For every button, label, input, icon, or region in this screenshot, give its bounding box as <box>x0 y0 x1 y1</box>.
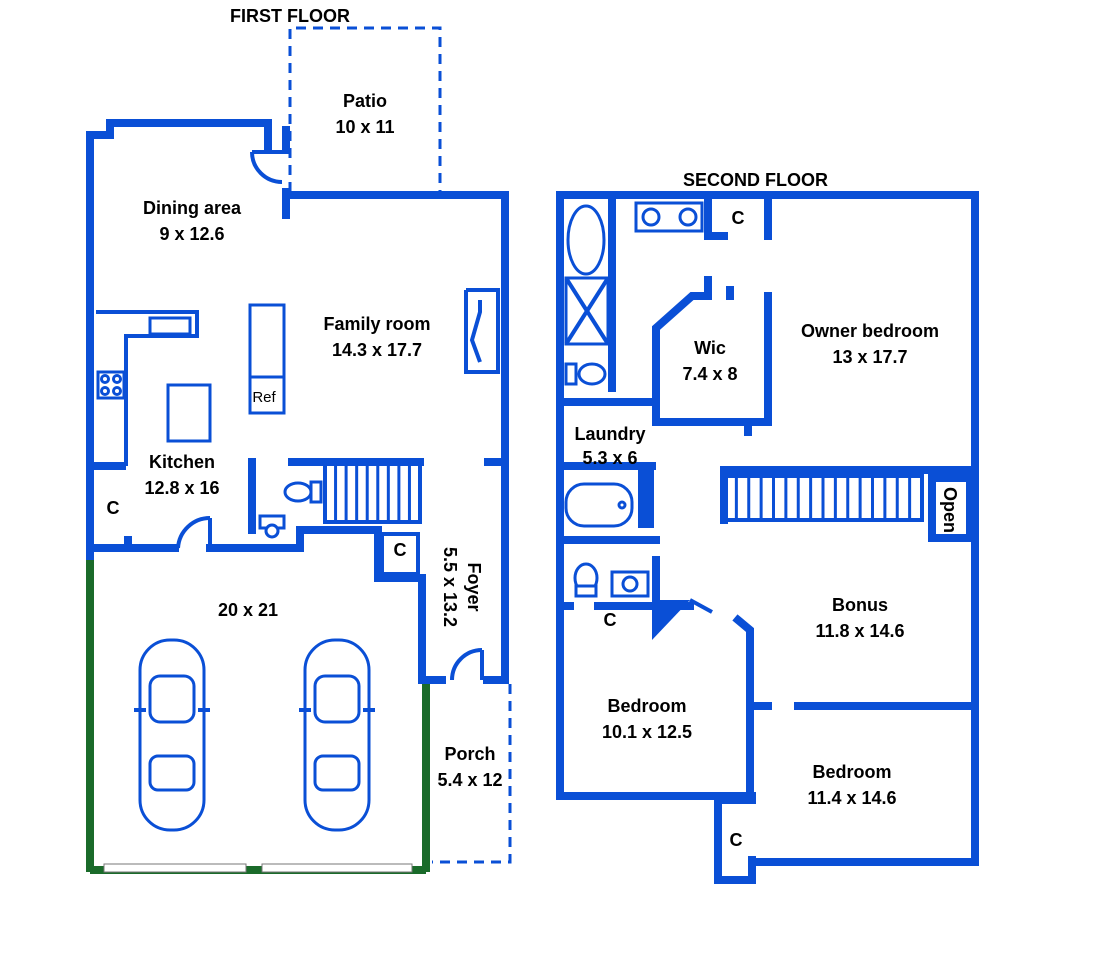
master-toilet <box>577 362 607 386</box>
dining-name: Dining area <box>143 198 242 218</box>
hall-bath-wall-block <box>638 466 654 528</box>
garage-size: 20 x 21 <box>218 600 278 620</box>
first-floor-stairs <box>334 466 411 522</box>
first-floor-outer-wall <box>86 119 272 566</box>
bedroom2-east-wall <box>732 614 754 800</box>
patio-size: 10 x 11 <box>335 117 394 137</box>
wic-name: Wic <box>694 338 726 358</box>
patio-name: Patio <box>343 91 387 111</box>
bedroom3-closet-label: C <box>730 830 743 850</box>
wic-size: 7.4 x 8 <box>682 364 737 384</box>
ref-label: Ref <box>252 389 276 406</box>
foyer-closet-label: C <box>394 540 407 560</box>
foyer-closet <box>380 532 420 576</box>
hall-tub <box>564 482 634 528</box>
kitchen-island <box>166 383 212 443</box>
bedroom2-closet-label: C <box>604 610 617 630</box>
family-name: Family room <box>323 314 430 334</box>
car-left <box>134 638 210 832</box>
family-size: 14.3 x 17.7 <box>332 340 422 360</box>
master-tub <box>566 204 606 276</box>
front-door-swing <box>450 648 483 681</box>
first-floor-title: FIRST FLOOR <box>230 6 350 26</box>
bonus-name: Bonus <box>832 595 888 615</box>
car-right <box>299 638 375 832</box>
porch-size: 5.4 x 12 <box>437 770 502 790</box>
bonus-size: 11.8 x 14.6 <box>815 621 904 641</box>
second-floor-outer-wall-left <box>556 191 756 800</box>
kitchen-name: Kitchen <box>149 452 215 472</box>
owner-size: 13 x 17.7 <box>832 347 907 367</box>
toilet <box>283 481 313 503</box>
laundry-size: 5.3 x 6 <box>582 448 637 468</box>
kitchen-size: 12.8 x 16 <box>144 478 219 498</box>
kitchen-sink <box>148 316 192 336</box>
second-floor-title: SECOND FLOOR <box>683 170 828 190</box>
master-closet-wall <box>704 196 728 240</box>
bedroom3-closet-wall <box>714 796 756 884</box>
second-floor: SECOND FLOOR C Wic 7.4 x 8 Owner bedroom… <box>556 170 979 884</box>
foyer-size: 5.5 x 13.2 <box>440 547 460 627</box>
open-area-box <box>928 474 974 542</box>
bedroom3-size: 11.4 x 14.6 <box>807 788 896 808</box>
garage-door-2 <box>261 863 413 873</box>
first-floor: FIRST FLOOR Patio 10 x 11 Dining area 9 … <box>86 6 512 874</box>
garage-foyer-wall <box>296 526 446 684</box>
fireplace <box>464 288 500 374</box>
patio-outline <box>288 26 442 192</box>
bedroom2-door-block <box>652 600 690 640</box>
garage-door-1 <box>103 863 247 873</box>
bedroom2-size: 10.1 x 12.5 <box>602 722 692 742</box>
garage-door-swing <box>176 515 211 549</box>
second-floor-stairs <box>734 476 912 520</box>
owner-name: Owner bedroom <box>801 321 939 341</box>
first-floor-east-wall <box>282 191 509 684</box>
wic-walls <box>652 276 752 426</box>
dining-size: 9 x 12.6 <box>159 224 224 244</box>
wic-east-wall <box>748 292 772 426</box>
bedroom3-name: Bedroom <box>812 762 891 782</box>
stairs-outline <box>323 466 422 524</box>
kitchen-counter <box>96 310 199 466</box>
open-label: Open <box>940 487 960 533</box>
master-closet-label: C <box>732 208 745 228</box>
laundry-name: Laundry <box>574 424 645 444</box>
porch-name: Porch <box>444 744 495 764</box>
porch-outline <box>432 684 512 864</box>
bedroom2-name: Bedroom <box>607 696 686 716</box>
patio-door-swing <box>250 151 283 184</box>
kitchen-closet-label: C <box>107 498 120 518</box>
foyer-name: Foyer <box>464 562 484 611</box>
